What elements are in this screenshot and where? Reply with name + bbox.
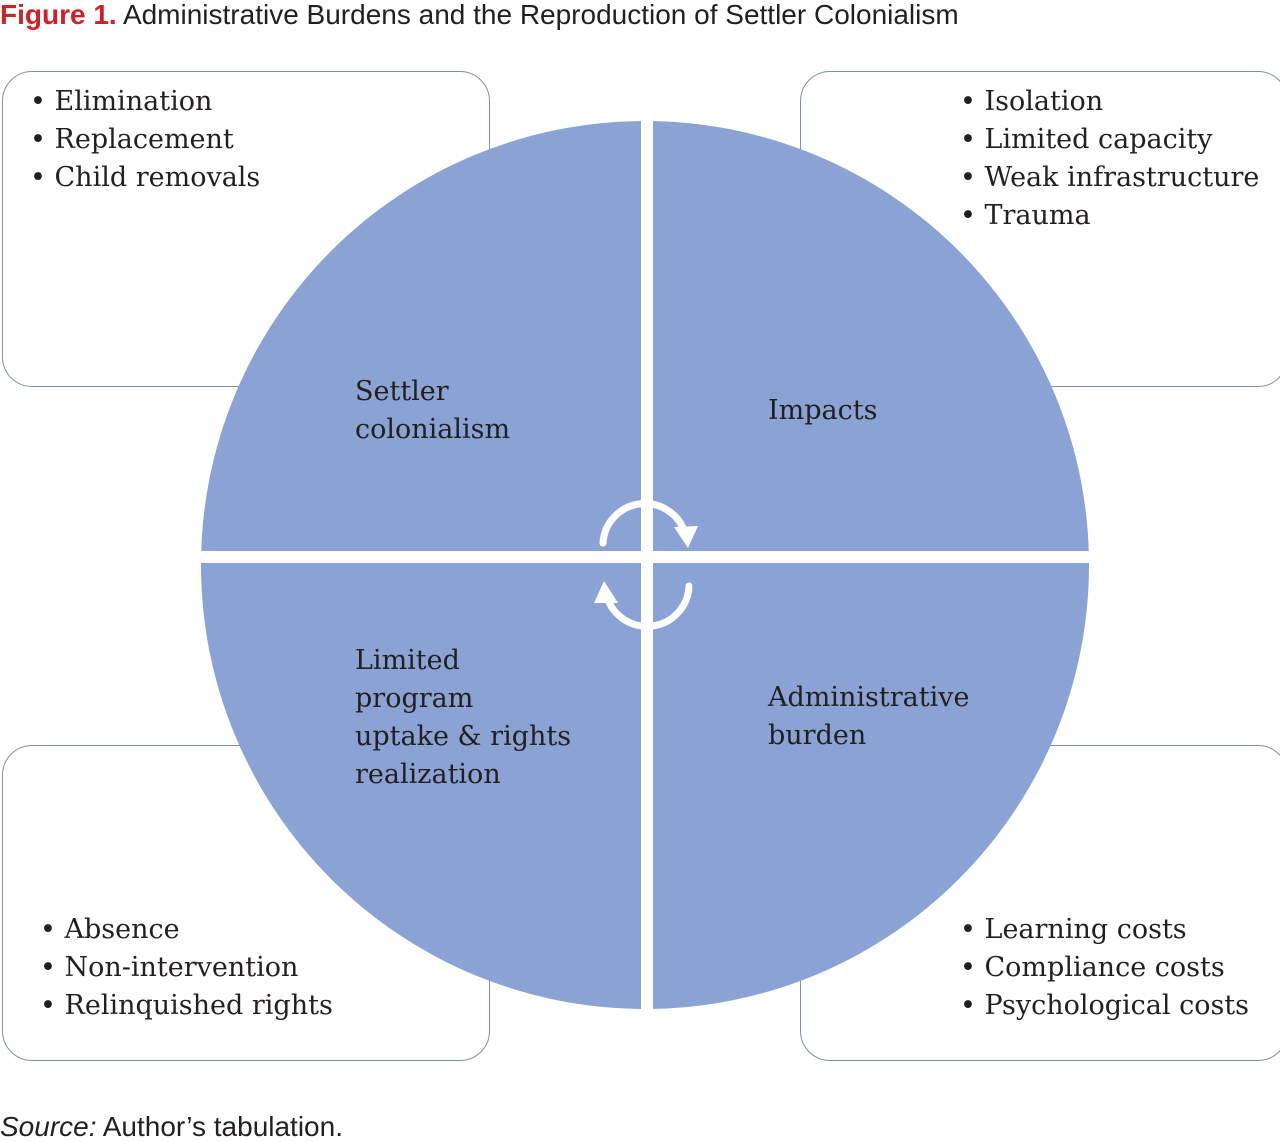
quadrant-label-limited-uptake: Limited program uptake & rights realizat… bbox=[355, 642, 571, 794]
list-item: Child removals bbox=[30, 159, 261, 197]
list-item: Compliance costs bbox=[960, 949, 1249, 987]
list-item: Learning costs bbox=[960, 911, 1249, 949]
list-top-left: Elimination Replacement Child removals bbox=[30, 83, 261, 197]
list-item: Elimination bbox=[30, 83, 260, 121]
list-item: Trauma bbox=[960, 197, 1259, 235]
quadrant-label-settler-colonialism: Settler colonialism bbox=[355, 373, 510, 449]
list-bottom-left: Absence Non-intervention Relinquished ri… bbox=[40, 911, 333, 1025]
quadrant-label-impacts: Impacts bbox=[768, 392, 877, 430]
label-line: Impacts bbox=[768, 395, 878, 426]
cycle-arrows-icon bbox=[599, 500, 693, 630]
list-item: Limited capacity bbox=[960, 121, 1259, 159]
label-line: realization bbox=[355, 759, 501, 790]
source-label: Source: bbox=[0, 1111, 97, 1142]
label-line: burden bbox=[768, 720, 867, 751]
list-item: Psychological costs bbox=[960, 987, 1250, 1025]
source-note: Source: Author’s tabulation. bbox=[0, 1112, 343, 1142]
figure-caption: Figure 1. Administrative Burdens and the… bbox=[0, 0, 959, 30]
label-line: Settler bbox=[355, 376, 449, 407]
label-line: program bbox=[355, 683, 474, 714]
label-line: colonialism bbox=[355, 414, 511, 445]
list-item: Absence bbox=[40, 911, 333, 949]
quadrant-label-administrative-burden: Administrative burden bbox=[768, 679, 969, 755]
list-top-right: Isolation Limited capacity Weak infrastr… bbox=[960, 83, 1260, 235]
horizontal-divider bbox=[190, 551, 1100, 563]
list-item: Replacement bbox=[30, 121, 260, 159]
list-item: Non-intervention bbox=[40, 949, 333, 987]
list-item: Isolation bbox=[960, 83, 1259, 121]
list-bottom-right: Learning costs Compliance costs Psycholo… bbox=[960, 911, 1250, 1025]
list-item: Relinquished rights bbox=[40, 987, 333, 1025]
list-item: Weak infrastructure bbox=[960, 159, 1260, 197]
figure-title: Administrative Burdens and the Reproduct… bbox=[122, 0, 959, 30]
source-text: Author’s tabulation. bbox=[96, 1111, 343, 1142]
vertical-divider bbox=[641, 110, 653, 1020]
figure-label: Figure 1. bbox=[0, 0, 117, 30]
label-line: Limited bbox=[355, 645, 460, 676]
label-line: uptake & rights bbox=[355, 721, 572, 752]
label-line: Administrative bbox=[768, 682, 970, 713]
cycle-arrowheads-icon bbox=[594, 526, 698, 603]
